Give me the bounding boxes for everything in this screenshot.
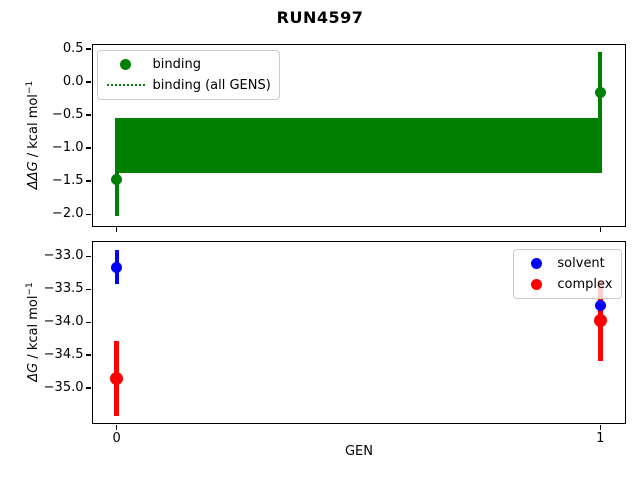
y-tick-label: −33.0: [43, 247, 84, 263]
y-tick-label: −35.0: [43, 379, 84, 395]
legend-handle: [522, 279, 550, 290]
binding-data-point: [594, 87, 606, 99]
top-y-axis-label: ΔΔG / kcal mol−1: [25, 81, 41, 189]
x-axis-label: GEN: [344, 444, 373, 459]
legend-label: solvent: [557, 256, 605, 271]
legend-label: complex: [557, 277, 613, 292]
ddg-exponent: −1: [24, 80, 35, 95]
figure-title: RUN4597: [276, 8, 364, 27]
complex-data-point: [593, 313, 607, 327]
y-tick-label: −2.0: [51, 205, 84, 221]
y-tick-mark: [86, 114, 91, 116]
top-axes: binding binding (all GENS) 0.5 0.0 −0.5 −1.…: [52, 41, 626, 232]
y-tick-mark: [86, 48, 91, 50]
y-tick-label: −1.5: [51, 172, 84, 188]
x-tick-mark: [599, 424, 602, 430]
x-tick-label: 1: [596, 431, 605, 446]
y-tick-mark: [86, 321, 91, 324]
y-tick-mark: [86, 288, 91, 291]
dg-exponent: −1: [24, 282, 35, 296]
ddg-symbol: ΔΔG: [26, 161, 42, 190]
legend-label: binding (all GENS): [152, 77, 271, 93]
y-tick-mark: [86, 180, 91, 182]
legend-label: binding: [152, 56, 201, 72]
y-tick-mark: [86, 81, 91, 83]
y-tick-mark: [86, 387, 91, 389]
all-gens-mean-line: [116, 144, 601, 147]
bottom-y-axis-label: ΔG / kcal mol−1: [25, 282, 41, 382]
top-legend: binding binding (all GENS): [96, 49, 280, 100]
complex-dot-icon: [530, 279, 542, 290]
binding-data-point: [111, 174, 123, 186]
bottom-axes: solvent complex −33.0 −33.5 −34.0 −34.5 −35.…: [44, 241, 626, 446]
bottom-legend: solvent complex: [513, 249, 622, 299]
complex-data-point: [110, 371, 124, 385]
y-tick-label: 0.0: [62, 73, 84, 89]
x-tick-mark: [115, 424, 118, 430]
dg-unit: / kcal mol: [26, 295, 42, 363]
y-tick-label: −0.5: [51, 106, 84, 122]
dg-symbol: ΔG: [26, 362, 42, 382]
dotted-line-icon: [106, 84, 145, 86]
legend-item-solvent: solvent: [522, 253, 612, 274]
y-tick-mark: [86, 147, 91, 149]
legend-item-binding: binding: [106, 54, 271, 75]
legend-item-complex: complex: [522, 274, 613, 295]
y-tick-mark: [86, 354, 91, 356]
x-tick-label: 0: [112, 431, 121, 446]
y-tick-label: −1.0: [51, 139, 84, 155]
y-tick-label: −34.5: [43, 346, 84, 362]
binding-dot-icon: [120, 58, 131, 70]
x-tick-mark: [599, 227, 602, 232]
x-tick-mark: [115, 227, 118, 232]
solvent-data-point: [111, 261, 123, 273]
solvent-dot-icon: [530, 258, 542, 269]
y-tick-label: −33.5: [43, 280, 84, 296]
legend-handle: [522, 258, 550, 269]
y-tick-mark: [86, 255, 91, 258]
y-tick-label: 0.5: [62, 40, 84, 56]
y-tick-mark: [86, 213, 91, 216]
legend-item-binding-all-gens: binding (all GENS): [106, 75, 271, 96]
ddg-unit: / kcal mol: [26, 94, 42, 162]
y-tick-label: −34.0: [43, 313, 84, 329]
legend-handle: [106, 58, 146, 70]
legend-handle: [106, 84, 146, 86]
solvent-data-point: [594, 300, 606, 312]
